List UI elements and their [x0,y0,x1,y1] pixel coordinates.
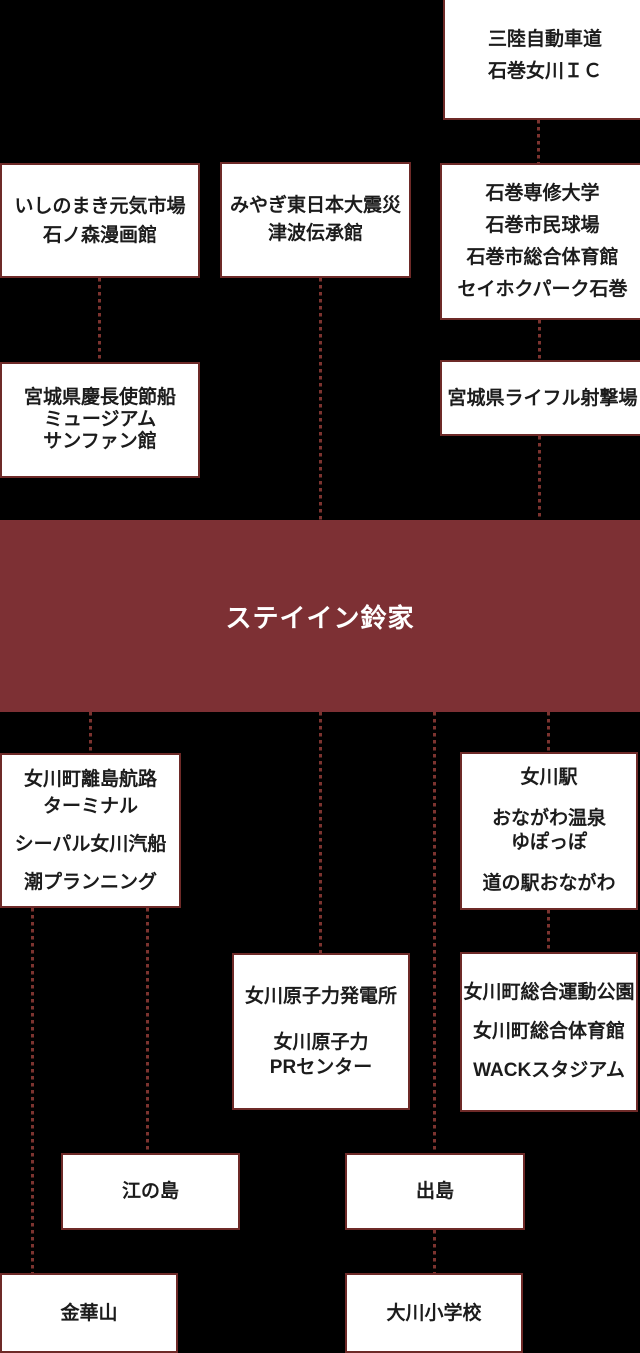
node-kinkasan: 金華山 [0,1273,178,1353]
node-line: 津波伝承館 [267,223,363,244]
node-line: セイホクパーク石巻 [457,278,628,300]
node-line: 江の島 [121,1181,179,1202]
connector-banner-to-terminal [89,712,92,753]
connector-onagawa-sta-to-sports-park [547,910,550,952]
node-line: ミュージアム [43,409,157,430]
node-miyagi-rifle-range: 宮城県ライフル射撃場 [440,360,640,436]
node-senshu-university-sports-area: 石巻専修大学 石巻市民球場 石巻市総合体育館 セイホクパーク石巻 [440,163,640,320]
connector-dejima-to-okawa [433,1230,436,1273]
node-onagawa-nuclear-plant-pr-center: 女川原子力発電所 女川原子力 PRセンター [232,953,410,1110]
node-sanriku-expressway-ic: 三陸自動車道 石巻女川ＩＣ [443,0,640,120]
connector-terminal-to-kinkasan [31,908,34,1273]
node-line: 女川原子力 [273,1031,369,1053]
node-line: 金華山 [60,1302,118,1324]
node-line: いしのまき元気市場 [14,195,186,217]
connector-senshu-to-rifle [538,320,541,360]
node-onagawa-station-area: 女川駅 おながわ温泉 ゆぽっぽ 道の駅おながわ [460,752,638,910]
node-line: WACKスタジアム [473,1060,625,1081]
node-line: 石巻市総合体育館 [466,246,619,268]
banner-stay-inn-suzuya: ステイイン鈴家 [0,520,640,712]
node-tsunami-memorial-museum: みやぎ東日本大震災 津波伝承館 [220,162,411,278]
node-line: おながわ温泉 [491,808,606,829]
node-line: 宮城県慶長使節船 [23,387,176,408]
node-onagawa-island-ferry-terminal: 女川町離島航路 ターミナル シーパル女川汽船 潮プランニング [0,753,181,908]
connector-banner-to-dejima [433,712,436,1153]
node-line: シーパル女川汽船 [14,833,167,855]
node-line: 石ノ森漫画館 [42,224,157,246]
node-line: みやぎ東日本大震災 [229,195,401,216]
connector-genki-to-sanjuan [98,278,101,362]
node-line: 出島 [415,1181,454,1202]
node-line: 女川町離島航路 [23,768,157,790]
node-line: 女川原子力発電所 [244,985,397,1007]
node-line: ゆぽっぽ [510,832,587,853]
banner-title: ステイイン鈴家 [225,602,415,633]
connector-banner-to-genpatsu [319,712,322,953]
node-line: 石巻女川ＩＣ [487,61,602,82]
connector-rifle-to-banner [538,436,541,520]
node-okawa-elementary-school: 大川小学校 [345,1273,523,1353]
node-line: 道の駅おながわ [482,873,616,894]
node-line: 三陸自動車道 [487,29,602,50]
node-line: ターミナル [42,795,138,817]
connector-banner-to-onagawa-sta [547,712,550,752]
node-line: 潮プランニング [23,871,157,893]
node-line: PRセンター [269,1056,373,1078]
node-line: 女川町総合運動公園 [463,982,635,1003]
node-line: サンファン館 [43,431,157,452]
connector-sanriku-to-senshu [537,120,540,163]
connector-terminal-to-enoshima [146,908,149,1153]
node-onagawa-sports-park: 女川町総合運動公園 女川町総合体育館 WACKスタジアム [460,952,638,1112]
node-line: 女川町総合体育館 [472,1021,625,1042]
node-enoshima: 江の島 [61,1153,240,1230]
node-line: 女川駅 [520,767,578,788]
node-san-juan-museum: 宮城県慶長使節船 ミュージアム サンファン館 [0,362,200,478]
node-line: 大川小学校 [386,1302,482,1324]
node-line: 石巻市民球場 [485,214,600,236]
node-line: 石巻専修大学 [485,182,600,204]
node-ishinomaki-genki-market: いしのまき元気市場 石ノ森漫画館 [0,163,200,278]
node-dejima: 出島 [345,1153,525,1230]
node-line: 宮城県ライフル射撃場 [447,387,638,409]
connector-denshokan-to-banner [319,278,322,520]
